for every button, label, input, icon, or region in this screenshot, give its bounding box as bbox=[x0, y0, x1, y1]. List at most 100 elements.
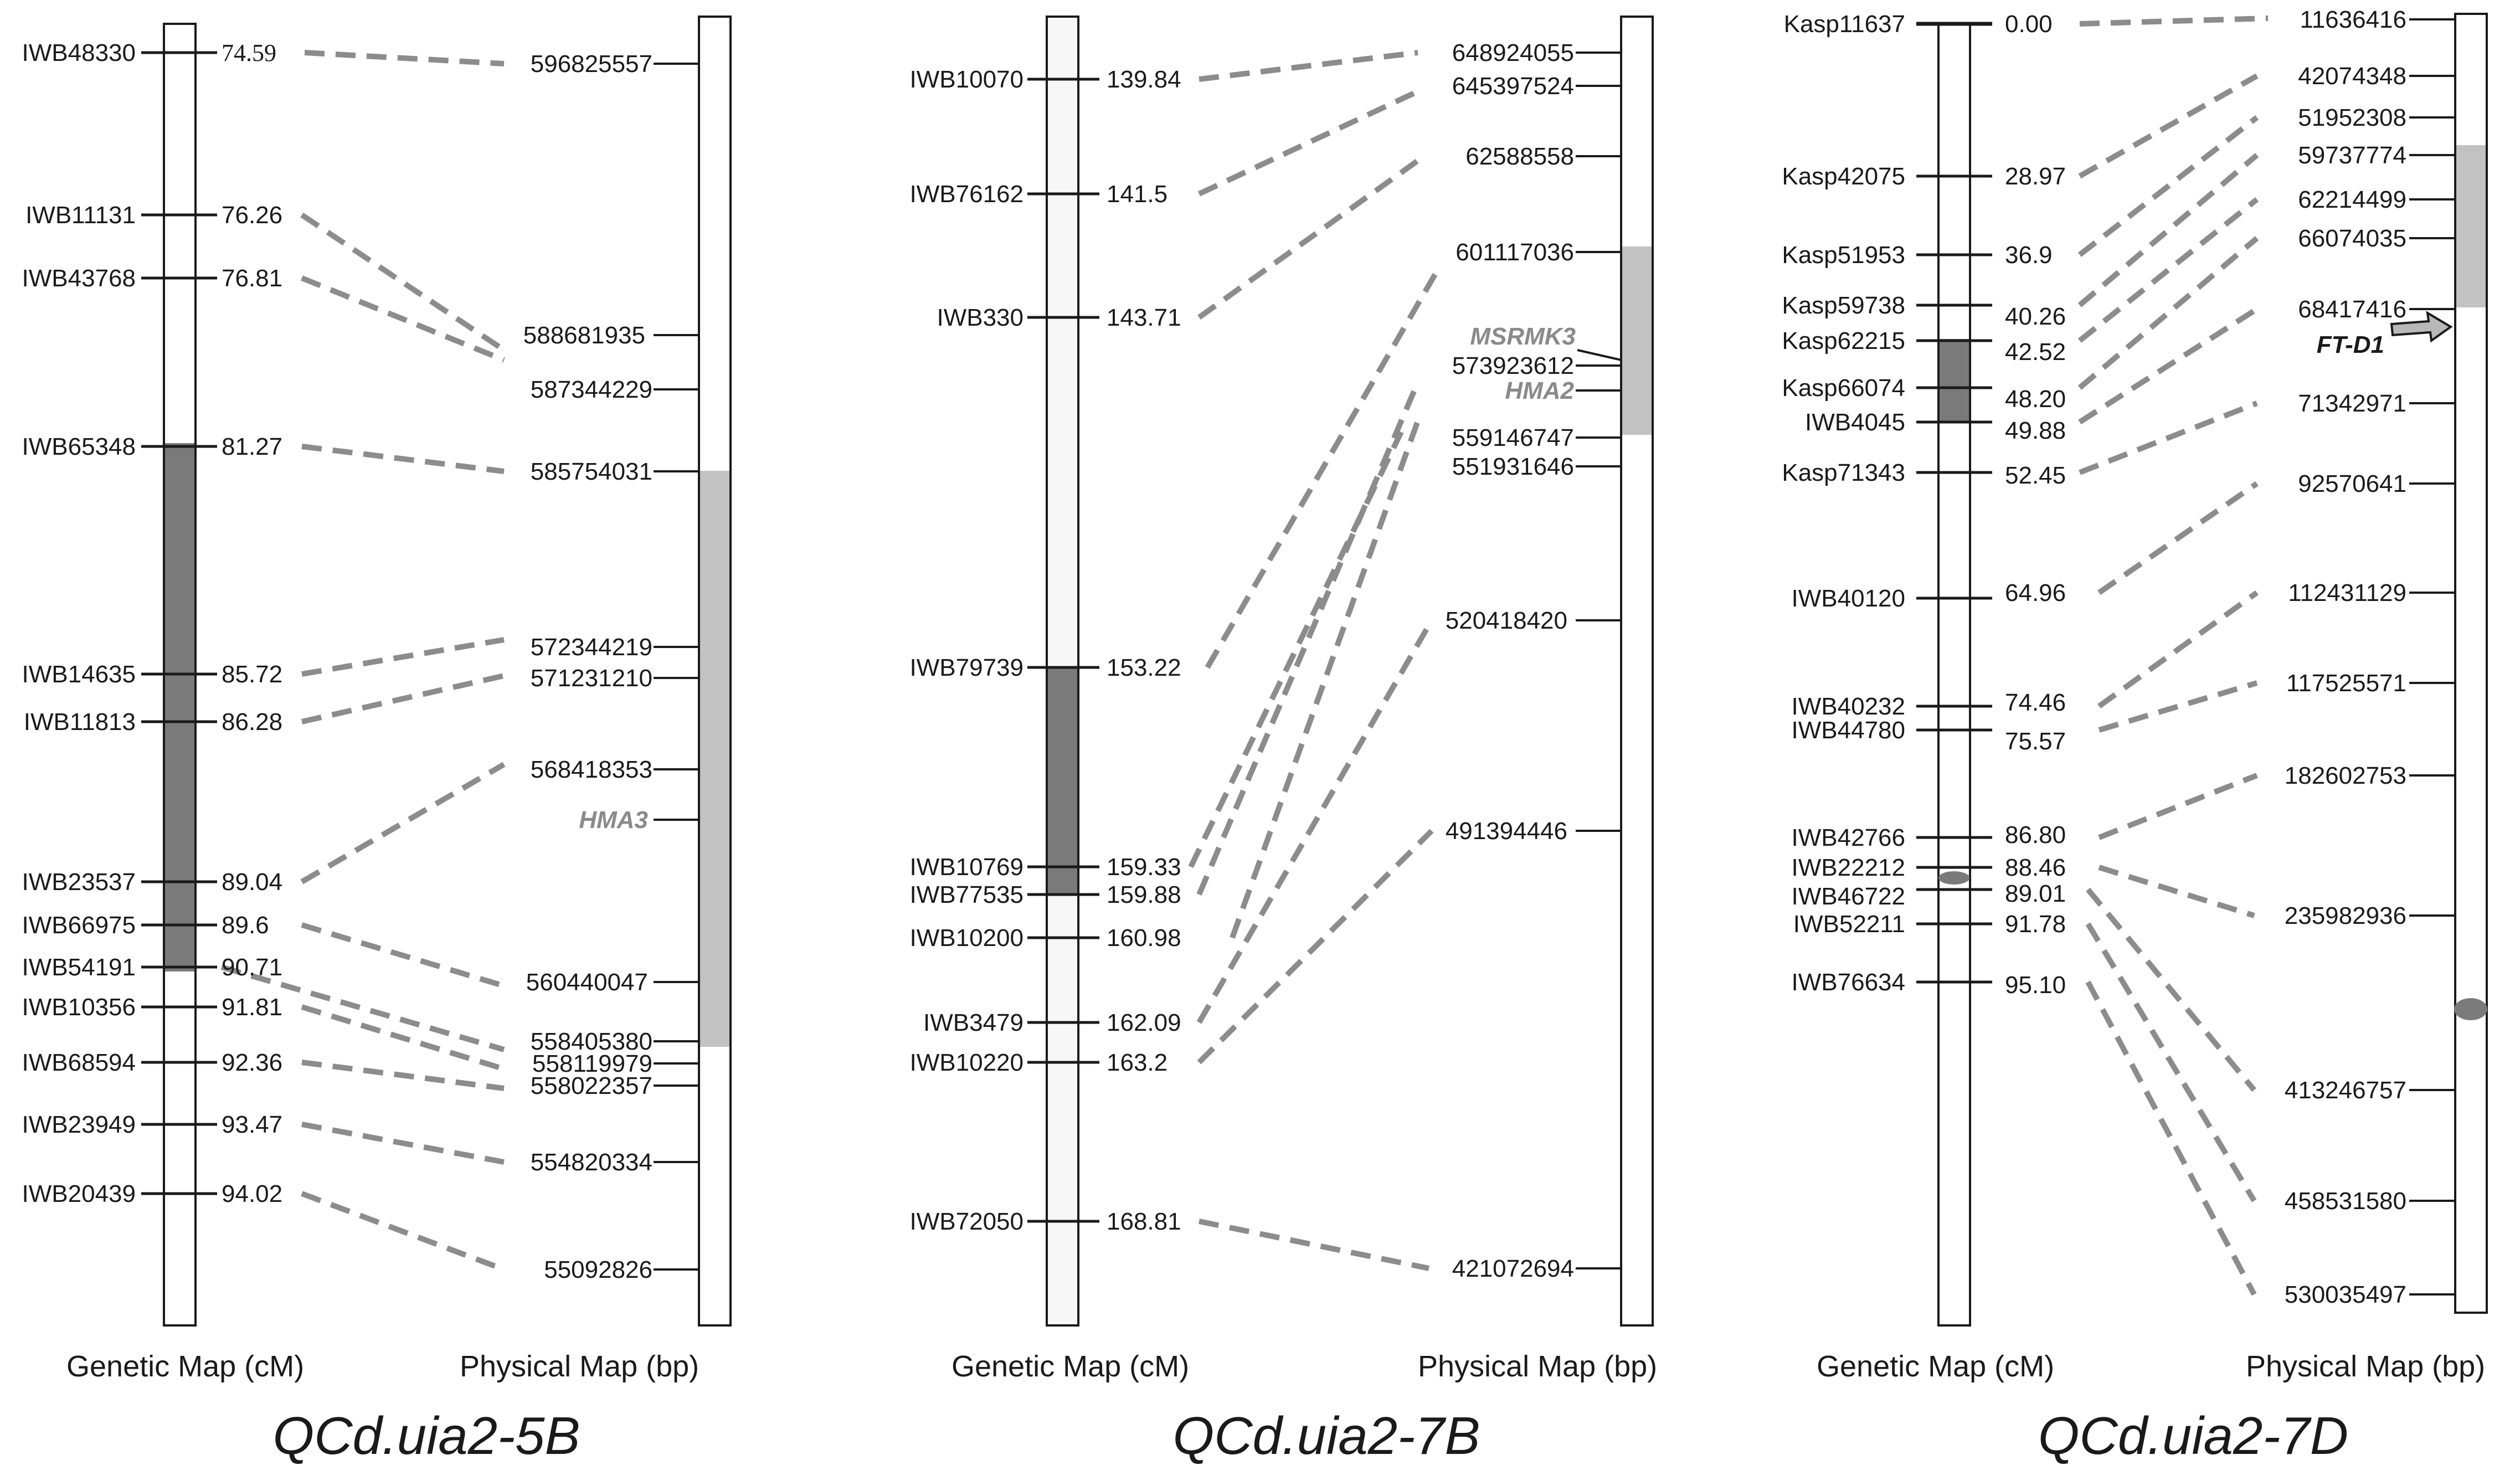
bp-position: 571231210 bbox=[531, 665, 652, 692]
cm-value: 74.46 bbox=[2005, 689, 2066, 716]
marker-name: IWB77535 bbox=[910, 881, 1024, 908]
bp-position: 51952308 bbox=[2298, 104, 2406, 131]
cm-value: 74.59 bbox=[222, 39, 276, 66]
cm-value: 86.28 bbox=[222, 708, 282, 736]
bp-position: 68417416 bbox=[2298, 296, 2406, 323]
bp-position: 559146747 bbox=[1452, 424, 1574, 451]
marker-name: Kasp71343 bbox=[1782, 459, 1905, 486]
bp-position: 491394446 bbox=[1446, 818, 1567, 845]
marker-name: IWB68594 bbox=[22, 1049, 136, 1076]
cm-value: 90.71 bbox=[222, 954, 282, 981]
marker-name: Kasp42075 bbox=[1782, 163, 1905, 190]
bp-position: 585754031 bbox=[531, 458, 652, 485]
cm-value: 141.5 bbox=[1107, 181, 1168, 208]
genetic-ticks bbox=[141, 51, 217, 1195]
cm-value: 28.97 bbox=[2005, 163, 2066, 190]
marker-name: IWB76162 bbox=[910, 181, 1024, 208]
cm-value: 75.57 bbox=[2005, 728, 2066, 755]
marker-name: Kasp66074 bbox=[1782, 374, 1905, 402]
bp-position: 573923612 bbox=[1452, 352, 1574, 379]
panel-title: QCd.uia2-5B bbox=[273, 1406, 580, 1465]
genetic-chromosome-bar bbox=[1937, 23, 1971, 1327]
bp-position: 560440047 bbox=[526, 969, 648, 996]
marker-links bbox=[1188, 50, 1443, 1271]
marker-name: IWB76634 bbox=[1792, 969, 1905, 996]
bp-position: 558022357 bbox=[531, 1072, 652, 1099]
cm-value: 139.84 bbox=[1107, 66, 1181, 93]
marker-name: Kasp62215 bbox=[1782, 327, 1905, 354]
panel-7b: IWB10070 IWB76162 IWB330 IWB79739 IWB107… bbox=[910, 16, 1657, 1465]
physical-ticks bbox=[1576, 52, 1622, 1269]
bp-position: 117525571 bbox=[2286, 670, 2406, 697]
cm-value: 64.96 bbox=[2005, 579, 2066, 606]
marker-name: IWB44780 bbox=[1792, 717, 1905, 744]
bp-position: 530035497 bbox=[2285, 1281, 2406, 1308]
physical-axis-label: Physical Map (bp) bbox=[2246, 1350, 2485, 1383]
bp-position: 572344219 bbox=[531, 634, 652, 661]
qtl-interval-genetic bbox=[1940, 339, 1969, 421]
marker-links bbox=[2077, 16, 2269, 1296]
genetic-axis-label: Genetic Map (cM) bbox=[1817, 1350, 2054, 1383]
marker-name: IWB22212 bbox=[1792, 854, 1905, 881]
cm-value: 160.98 bbox=[1107, 924, 1181, 952]
cm-value: 88.46 bbox=[2005, 854, 2066, 881]
cm-value: 89.6 bbox=[222, 912, 269, 939]
bp-position: 587344229 bbox=[531, 376, 652, 403]
cm-value: 159.33 bbox=[1107, 854, 1181, 881]
marker-name: IWB46722 bbox=[1792, 883, 1905, 910]
bp-position: 112431129 bbox=[2288, 579, 2406, 606]
bp-position: 601117036 bbox=[1456, 239, 1574, 266]
genetic-ticks bbox=[1027, 78, 1099, 1223]
bp-position: 55092826 bbox=[544, 1256, 652, 1283]
marker-name: IWB10200 bbox=[910, 924, 1024, 952]
cm-value: 163.2 bbox=[1107, 1049, 1168, 1076]
marker-name: IWB40120 bbox=[1792, 585, 1905, 612]
marker-name: IWB52211 bbox=[1793, 911, 1905, 938]
bp-position: 42074348 bbox=[2298, 63, 2406, 90]
bp-position: 182602753 bbox=[2285, 762, 2406, 789]
marker-name: IWB23537 bbox=[22, 868, 136, 896]
marker-name: IWB20439 bbox=[22, 1180, 136, 1207]
bp-position: 59737774 bbox=[2298, 142, 2406, 169]
qtl-interval-physical bbox=[2456, 145, 2486, 307]
cm-value: 40.26 bbox=[2005, 303, 2066, 330]
genetic-cm-values: 0.00 28.97 36.9 40.26 42.52 48.20 49.88 … bbox=[2005, 11, 2066, 999]
cm-value: 89.01 bbox=[2005, 880, 2066, 907]
genetic-axis-label: Genetic Map (cM) bbox=[66, 1350, 304, 1383]
bp-position: 645397524 bbox=[1452, 73, 1574, 100]
cm-value: 94.02 bbox=[222, 1180, 282, 1207]
gene-label-ft-d1: FT-D1 bbox=[2317, 331, 2384, 358]
marker-name: IWB79739 bbox=[910, 654, 1024, 681]
bp-position: 551931646 bbox=[1452, 453, 1574, 480]
cm-value: 52.45 bbox=[2005, 462, 2066, 489]
marker-name: IWB66975 bbox=[22, 912, 136, 939]
marker-name: IWB10356 bbox=[22, 994, 136, 1021]
cm-value: 86.80 bbox=[2005, 821, 2066, 849]
qtl-interval-genetic bbox=[1048, 667, 1077, 896]
cm-value: 168.81 bbox=[1107, 1208, 1181, 1235]
bp-position: 558405380 bbox=[531, 1028, 652, 1055]
cm-value: 162.09 bbox=[1107, 1009, 1181, 1036]
cm-value: 143.71 bbox=[1107, 304, 1181, 331]
centromere-genetic bbox=[1938, 871, 1969, 885]
marker-name: IWB43768 bbox=[22, 265, 136, 292]
bp-position: 62214499 bbox=[2298, 186, 2406, 213]
cm-value: 89.04 bbox=[222, 868, 282, 896]
cm-value: 48.20 bbox=[2005, 385, 2066, 413]
marker-name: IWB10220 bbox=[910, 1049, 1024, 1076]
qtl-interval-physical bbox=[1622, 246, 1652, 435]
qtl-interval-genetic bbox=[165, 443, 194, 971]
panel-7d: Kasp11637 Kasp42075 Kasp51953 Kasp59738 … bbox=[1782, 6, 2488, 1465]
cm-value: 42.52 bbox=[2005, 338, 2066, 366]
marker-name: IWB11131 bbox=[25, 202, 136, 229]
genetic-cm-values: 139.84 141.5 143.71 153.22 159.33 159.88… bbox=[1107, 66, 1181, 1235]
bp-position: 66074035 bbox=[2298, 225, 2406, 252]
physical-positions: 11636416 42074348 51952308 59737774 6221… bbox=[2285, 6, 2406, 1308]
bp-position: 235982936 bbox=[2285, 902, 2406, 929]
bp-position: 413246757 bbox=[2285, 1077, 2406, 1104]
bp-position: 558119979 bbox=[532, 1050, 652, 1077]
panel-5b: IWB48330 IWB11131 IWB43768 IWB65348 IWB1… bbox=[22, 16, 732, 1465]
genetic-marker-names: IWB48330 IWB11131 IWB43768 IWB65348 IWB1… bbox=[22, 39, 136, 1207]
marker-name: IWB11813 bbox=[24, 708, 136, 736]
centromere-physical bbox=[2454, 998, 2487, 1020]
